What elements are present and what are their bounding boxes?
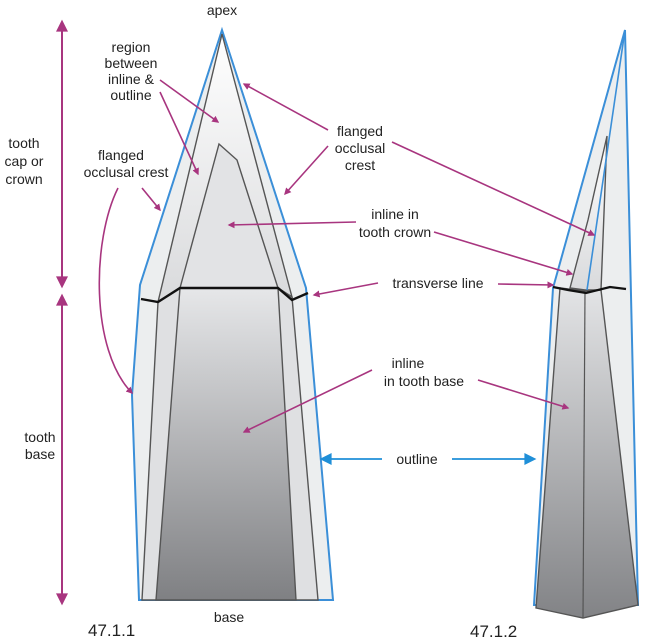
inline-crown-arrow-1	[227, 221, 357, 229]
flanged-left-arrow	[141, 187, 161, 212]
region-arrow-1	[159, 79, 220, 123]
svg-text:inline &: inline &	[108, 71, 155, 87]
svg-text:flanged: flanged	[337, 123, 383, 139]
flanged-crest-left-label: flanged occlusal crest	[84, 147, 169, 180]
region-arrow-2	[159, 91, 199, 176]
flanged-right-arrow-apex	[242, 83, 329, 131]
svg-text:crest: crest	[345, 157, 375, 173]
tooth2-inline-edge	[582, 290, 586, 619]
flanged-left-curve-arrow	[98, 187, 133, 395]
svg-text:tooth: tooth	[24, 429, 55, 445]
tooth-base-label: tooth base	[24, 429, 55, 462]
tooth-cap-label: tooth cap or crown	[5, 135, 44, 187]
flanged-crest-right-label: flanged occlusal crest	[335, 123, 386, 173]
svg-text:tooth: tooth	[8, 135, 39, 151]
svg-text:inline in: inline in	[371, 206, 418, 222]
transverse-arrow-1	[312, 282, 379, 298]
tooth-47-1-1	[130, 26, 335, 601]
flanged-right-arrow-side	[284, 145, 329, 196]
svg-text:crown: crown	[5, 171, 42, 187]
inline-crown-label: inline in tooth crown	[359, 206, 431, 240]
svg-text:in tooth base: in tooth base	[384, 373, 464, 389]
tooth1-base-inline	[155, 287, 297, 601]
figure-label-47-1-2: 47.1.2	[470, 622, 517, 641]
pointer-arrows	[98, 79, 596, 433]
svg-text:tooth crown: tooth crown	[359, 224, 431, 240]
svg-text:between: between	[105, 55, 158, 71]
tooth2-crest-line	[586, 29, 626, 291]
svg-text:inline: inline	[392, 355, 425, 371]
svg-text:base: base	[25, 446, 56, 462]
apex-label: apex	[207, 2, 237, 18]
svg-text:occlusal crest: occlusal crest	[84, 164, 169, 180]
flanged-right-arrow-tooth2	[391, 141, 596, 236]
transverse-line-label: transverse line	[392, 275, 483, 291]
figure-label-47-1-1: 47.1.1	[88, 621, 135, 640]
inline-base-arrow-2	[477, 379, 570, 410]
transverse-arrow-2	[497, 281, 555, 289]
svg-text:outline: outline	[110, 87, 151, 103]
svg-text:occlusal: occlusal	[335, 140, 386, 156]
tooth-47-1-2	[532, 29, 640, 619]
inline-crown-arrow-2	[433, 231, 574, 276]
tooth2-transverse-line	[552, 285, 627, 295]
region-label: region between inline & outline	[105, 39, 158, 103]
tooth1-transverse-line	[140, 286, 309, 304]
svg-text:flanged: flanged	[98, 147, 144, 163]
base-label: base	[214, 609, 245, 625]
tooth2-crown-inline	[569, 135, 608, 291]
svg-text:region: region	[112, 39, 151, 55]
outline-label: outline	[396, 451, 437, 467]
inline-base-label: inline in tooth base	[384, 355, 464, 389]
inline-base-arrow-1	[242, 369, 373, 433]
svg-text:cap or: cap or	[5, 153, 44, 169]
